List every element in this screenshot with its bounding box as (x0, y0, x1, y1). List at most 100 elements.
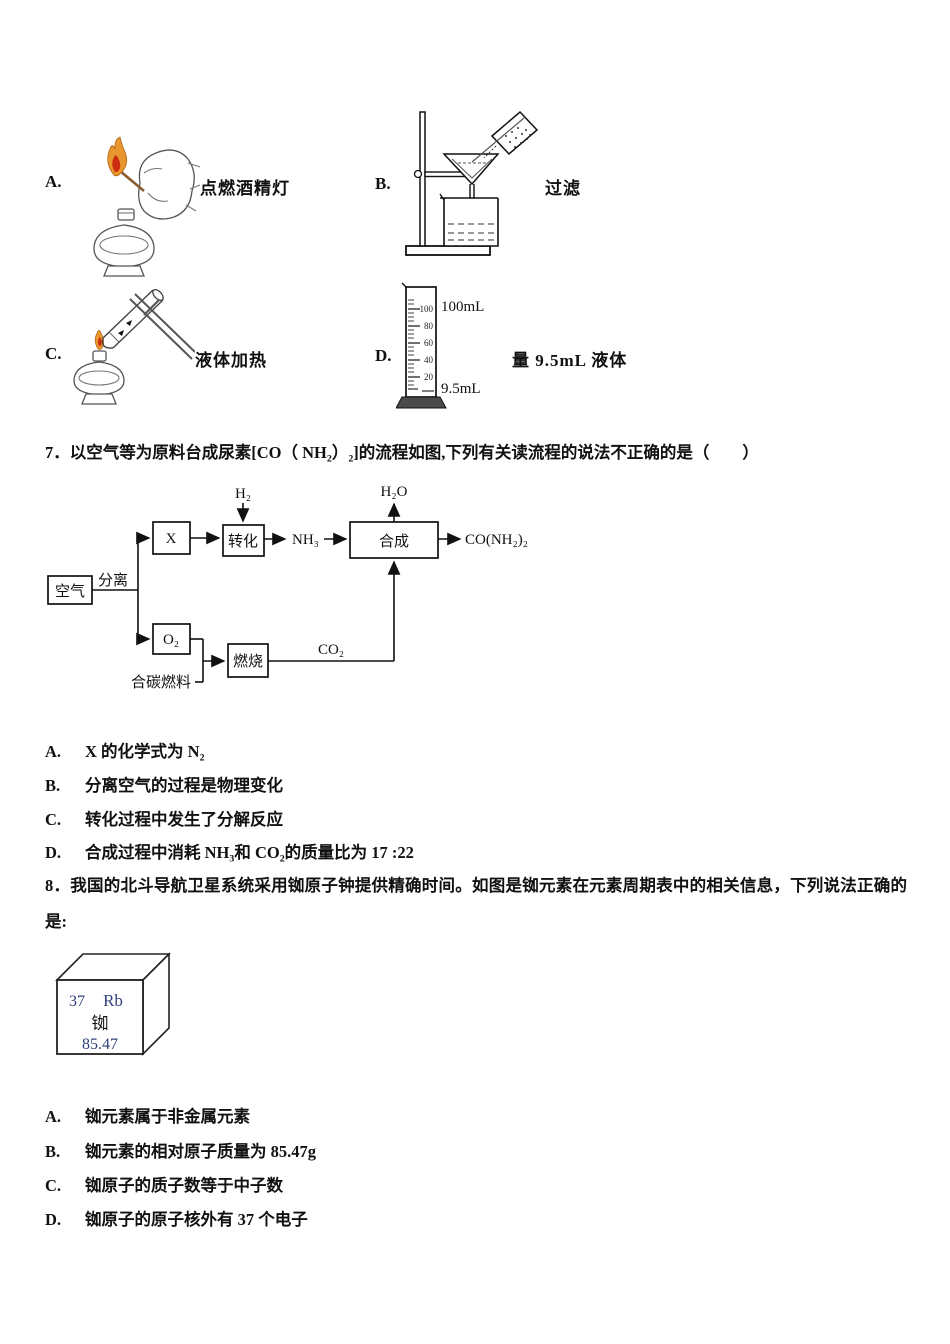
svg-text:60: 60 (424, 338, 434, 348)
volume-label: 9.5mL (441, 381, 481, 397)
flow-box-o2 (152, 623, 191, 655)
q8-option-c: C.铷原子的质子数等于中子数 (45, 1172, 283, 1196)
apparatus-b-caption: 过滤 (545, 179, 581, 198)
flow-box-synth-label: 合成 (379, 533, 409, 550)
apparatus-a-caption: 点燃酒精灯 (200, 179, 290, 198)
apparatus-d-caption: 量 9.5mL 液体 (512, 351, 628, 370)
svg-text:20: 20 (424, 372, 434, 382)
svg-text:80: 80 (424, 321, 434, 331)
lamp-collar (117, 208, 135, 221)
lamp-body (93, 224, 155, 268)
svg-text:100: 100 (420, 304, 434, 314)
scale-labels: 100 80 60 40 20 (420, 304, 434, 382)
option-label: B. (45, 776, 61, 795)
rubidium-element-cell: 37 Rb 铷 85.47 (55, 952, 171, 1056)
option-text: 分离空气的过程是物理变化 (85, 776, 283, 795)
cylinder-base (396, 396, 447, 409)
flow-box-x-label: X (166, 531, 177, 547)
arrow-mark (118, 330, 124, 336)
option-text: X 的化学式为 N₂ (85, 742, 205, 761)
lamp-base (103, 265, 145, 277)
option-text: 合成过程中消耗 NH₃和 CO₂的质量比为 17 :22 (85, 843, 414, 862)
option-text: 铷元素的相对原子质量为 85.47g (85, 1142, 316, 1161)
option-text: 铷元素属于非金属元素 (85, 1107, 250, 1126)
apparatus-d-letter: D. (375, 346, 392, 365)
filtrate-liquid (448, 223, 494, 241)
lamp-body (73, 361, 125, 396)
option-label: B. (45, 1142, 61, 1161)
apparatus-b-letter: B. (375, 174, 391, 193)
stand-base (405, 245, 491, 256)
flow-box-burn-label: 燃烧 (233, 652, 263, 670)
apparatus-c-caption: 液体加热 (195, 351, 267, 370)
q7-option-b: B. 分离空气的过程是物理变化 (45, 772, 283, 796)
option-label: D. (45, 843, 62, 862)
option-label: A. (45, 742, 62, 761)
flow-box-air (47, 575, 93, 605)
option-label: C. (45, 810, 62, 829)
question7-text: 7．以空气等为原料台成尿素[CO（ NH₂）₂]的流程如图,下列有关读流程的说法… (45, 443, 759, 462)
option-label: C. (45, 1176, 62, 1195)
cube-front-face (56, 979, 144, 1055)
hand-sketch (138, 149, 195, 220)
liquid-level (108, 331, 120, 343)
flow-box-convert (222, 524, 265, 557)
question8-text-line2: 是: (45, 912, 67, 931)
flow-label-h2o: H₂O (381, 484, 408, 500)
q7-option-a: A. X 的化学式为 N₂ (45, 738, 205, 762)
flame-inner-icon (98, 337, 102, 347)
flow-label-separate: 分离 (98, 572, 128, 589)
flow-box-o2-label: O₂ (163, 632, 179, 648)
lamp-base (81, 393, 117, 405)
flow-label-product: CO(NH₂)₂ (465, 532, 528, 548)
scale-minor-ticks (408, 299, 414, 386)
flow-label-fuel: 合碳燃料 (131, 673, 191, 691)
apparatus-a-letter: A. (45, 172, 62, 191)
element-name: 铷 (92, 1014, 109, 1033)
question7-number: 7． (45, 443, 70, 462)
capacity-label: 100mL (441, 299, 484, 315)
option-label: A. (45, 1107, 62, 1126)
filtration-illustration (405, 110, 538, 256)
q7-option-d: D. 合成过程中消耗 NH₃和 CO₂的质量比为 17 :22 (45, 839, 414, 863)
funnel (442, 153, 500, 186)
cylinder-spout (401, 282, 407, 288)
flow-label-nh3: NH₃ (292, 532, 319, 548)
question8-number: 8． (45, 876, 71, 895)
liquid-dots (505, 127, 531, 148)
flow-box-air-label: 空气 (55, 583, 85, 600)
heating-liquid-illustration (73, 289, 195, 405)
q7-option-c: C. 转化过程中发生了分解反应 (45, 806, 283, 830)
alcohol-lamp-lighting-illustration (93, 136, 201, 277)
lamp-collar (92, 350, 107, 362)
stand-rod (419, 111, 426, 247)
atomic-number: 37 (69, 993, 85, 1010)
flow-label-co2: CO₂ (318, 642, 344, 658)
pour-stream (483, 145, 497, 159)
option-label: D. (45, 1210, 62, 1229)
measuring-cylinder-illustration: 100 80 60 40 20 100mL 9.5mL (396, 282, 484, 409)
apparatus-c-letter: C. (45, 344, 62, 363)
flow-box-convert-label: 转化 (228, 533, 258, 550)
option-text: 转化过程中发生了分解反应 (85, 810, 283, 829)
flow-box-x (152, 521, 191, 555)
flow-label-h2: H₂ (235, 486, 251, 502)
urea-flow-diagram: 空气 X 转化 合成 O₂ 燃烧 分离 H₂ NH₃ H₂O CO(NH₂)₂ (47, 484, 528, 691)
filter-paper (451, 158, 493, 179)
svg-text:40: 40 (424, 355, 434, 365)
atomic-mass: 85.47 (82, 1036, 118, 1053)
question8-text-line1: 8．我国的北斗导航卫星系统采用铷原子钟提供精确时间。如图是铷元素在元素周期表中的… (45, 876, 908, 895)
cylinder-body (405, 286, 437, 398)
match-stick (119, 170, 145, 192)
test-tube-holder (129, 293, 195, 360)
q8-option-d: D. 铷原子的原子核外有 37 个电子 (45, 1206, 308, 1230)
beaker (443, 198, 499, 247)
scale-ticks (408, 308, 420, 378)
element-symbol: Rb (103, 991, 123, 1010)
q8-option-b: B. 铷元素的相对原子质量为 85.47g (45, 1138, 316, 1162)
liquid-level (408, 388, 434, 392)
option-text: 铷原子的原子核外有 37 个电子 (85, 1210, 308, 1229)
test-tube (101, 289, 164, 349)
pouring-beaker (490, 110, 538, 156)
